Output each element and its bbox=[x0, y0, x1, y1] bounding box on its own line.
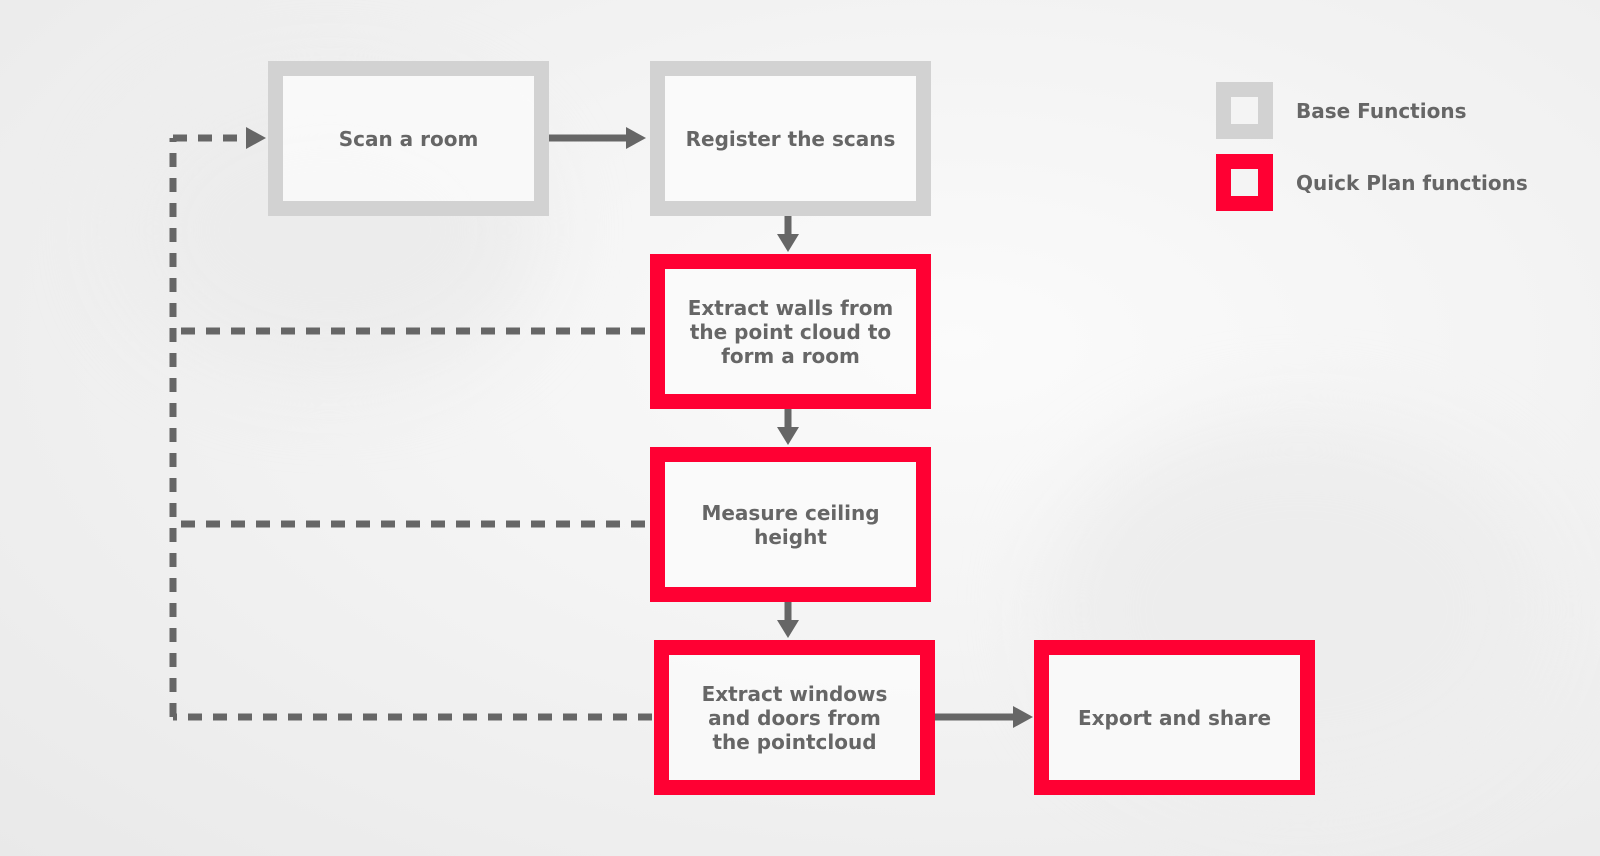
arrowhead-ceiling bbox=[777, 427, 799, 445]
arrowhead-into-scan bbox=[246, 127, 266, 149]
arrowhead-walls bbox=[777, 234, 799, 252]
node-extract-windows-doors: Extract windows and doors from the point… bbox=[654, 640, 935, 795]
node-scan-a-room: Scan a room bbox=[268, 61, 549, 216]
legend-swatch-base bbox=[1216, 82, 1273, 139]
node-export-and-share: Export and share bbox=[1034, 640, 1315, 795]
node-label: Extract walls from the point cloud to fo… bbox=[687, 295, 894, 368]
arrowhead-windows bbox=[777, 620, 799, 638]
node-label: Export and share bbox=[1077, 705, 1272, 730]
node-register-the-scans: Register the scans bbox=[650, 61, 931, 216]
node-extract-walls: Extract walls from the point cloud to fo… bbox=[650, 254, 931, 409]
node-label: Register the scans bbox=[685, 126, 896, 151]
node-measure-ceiling-height: Measure ceiling height bbox=[650, 447, 931, 602]
node-label: Measure ceiling height bbox=[701, 500, 880, 549]
node-label: Extract windows and doors from the point… bbox=[701, 681, 888, 754]
legend-swatch-quick bbox=[1216, 154, 1273, 211]
arrowhead-register bbox=[626, 127, 646, 149]
node-label: Scan a room bbox=[338, 126, 479, 151]
arrowhead-export bbox=[1013, 706, 1033, 728]
legend-label-quick: Quick Plan functions bbox=[1296, 171, 1528, 195]
legend-label-base: Base Functions bbox=[1296, 99, 1467, 123]
